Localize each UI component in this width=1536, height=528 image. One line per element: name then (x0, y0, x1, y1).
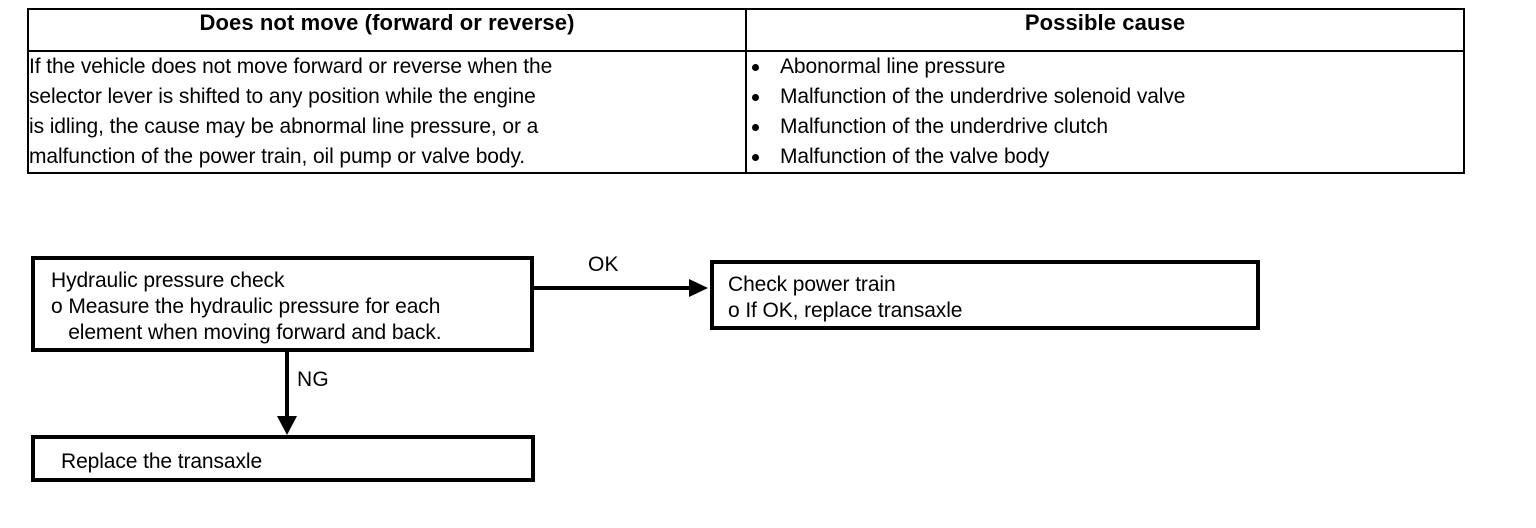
bullet-icon (752, 124, 759, 131)
bullet-icon (752, 154, 759, 161)
flow-box-detail-line: o If OK, replace transaxle (728, 299, 963, 322)
description-line: selector lever is shifted to any positio… (29, 85, 536, 108)
header-label-cause: Possible cause (1024, 10, 1186, 35)
bullet-icon (752, 94, 759, 101)
header-cell-cause: Possible cause (745, 8, 1465, 52)
cause-text: Malfunction of the underdrive solenoid v… (780, 85, 1186, 108)
flow-box-replace-transaxle: Replace the transaxle (31, 435, 535, 482)
cause-text: Abonormal line pressure (780, 55, 1006, 78)
cause-text: Malfunction of the valve body (780, 145, 1050, 168)
flow-box-check-power-train: Check power train o If OK, replace trans… (710, 260, 1260, 330)
arrow-right-icon (689, 279, 708, 297)
flow-box-title: Replace the transaxle (61, 450, 263, 473)
flow-box-title: Check power train (728, 273, 896, 296)
flow-box-title: Hydraulic pressure check (51, 269, 285, 292)
arrow-down-icon (277, 416, 297, 435)
cell-possible-causes: Abonormal line pressure Malfunction of t… (745, 50, 1465, 174)
list-item: Malfunction of the valve body (747, 142, 1463, 172)
table-header-row: Does not move (forward or reverse) Possi… (27, 8, 1465, 52)
description-line: malfunction of the power train, oil pump… (29, 145, 526, 168)
list-item: Malfunction of the underdrive clutch (747, 112, 1463, 142)
description-line: If the vehicle does not move forward or … (29, 55, 553, 78)
flow-box-detail-line: o Measure the hydraulic pressure for eac… (51, 295, 441, 318)
edge-label-ok: OK (588, 253, 619, 276)
arrow-right-line (533, 286, 698, 290)
flow-box-detail-line: element when moving forward and back. (51, 321, 442, 344)
edge-label-ng: NG (297, 368, 329, 391)
arrow-down-line (285, 352, 289, 424)
bullet-icon (752, 64, 759, 71)
header-label-symptom: Does not move (forward or reverse) (199, 10, 575, 35)
table-row: If the vehicle does not move forward or … (27, 50, 1465, 174)
cell-symptom-description: If the vehicle does not move forward or … (27, 50, 747, 174)
symptom-cause-table: Does not move (forward or reverse) Possi… (27, 8, 1465, 174)
list-item: Malfunction of the underdrive solenoid v… (747, 82, 1463, 112)
cause-list: Abonormal line pressure Malfunction of t… (747, 52, 1463, 172)
cause-text: Malfunction of the underdrive clutch (780, 115, 1108, 138)
header-cell-symptom: Does not move (forward or reverse) (27, 8, 747, 52)
description-line: is idling, the cause may be abnormal lin… (29, 115, 539, 138)
list-item: Abonormal line pressure (747, 52, 1463, 82)
flow-box-hydraulic-pressure-check: Hydraulic pressure check o Measure the h… (31, 256, 534, 352)
